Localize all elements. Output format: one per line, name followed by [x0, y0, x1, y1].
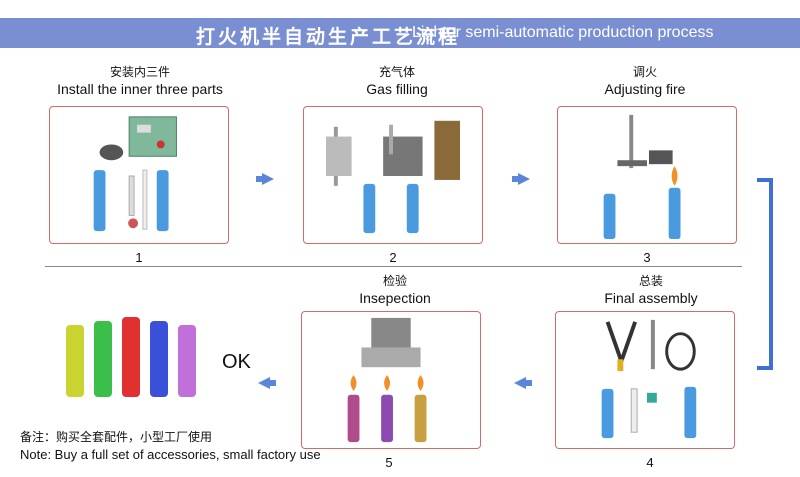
title-en: Lighter semi-automatic production proces… [412, 24, 714, 41]
step-3-label: 调火 Adjusting fire [545, 64, 745, 98]
arrow-right-icon [512, 173, 530, 185]
step-1-label-cn: 安装内三件 [109, 65, 170, 79]
title-cn: 打火机半自动生产工艺流程 [196, 26, 461, 48]
arrow-left-icon [258, 377, 276, 389]
note-cn: 备注：购买全套配件，小型工厂使用 [20, 430, 213, 444]
step-5-label-cn: 检验 [382, 274, 407, 288]
row-divider [45, 266, 742, 267]
step-4-label-cn: 总装 [638, 274, 663, 288]
step-5-label: 检验 Insepection [295, 273, 495, 307]
step-2-number: 2 [389, 250, 397, 265]
step-1-label-en: Install the inner three parts [57, 81, 223, 97]
step-1-image [49, 106, 229, 244]
step-3-number: 3 [643, 250, 651, 265]
arrow-right-icon [256, 173, 274, 185]
finished-lighters-image [58, 311, 208, 411]
note-en: Note: Buy a full set of accessories, sma… [20, 447, 321, 462]
bracket-connector-icon [757, 178, 773, 370]
step-2-label: 充气体 Gas filling [297, 64, 497, 98]
step-5-image [301, 311, 481, 449]
step-2-label-cn: 充气体 [378, 65, 415, 79]
step-4-label-en: Final assembly [604, 290, 698, 306]
step-4-number: 4 [646, 455, 654, 470]
result-ok: OK [222, 351, 251, 373]
arrow-left-icon [514, 377, 532, 389]
step-3-label-cn: 调火 [632, 65, 657, 79]
step-4-label: 总装 Final assembly [551, 273, 751, 307]
step-1-label: 安装内三件 Install the inner three parts [40, 64, 240, 98]
step-3-image [557, 106, 737, 244]
step-5-number: 5 [385, 455, 393, 470]
step-5-label-en: Insepection [359, 290, 431, 306]
title-banner: 打火机半自动生产工艺流程 Lighter semi-automatic prod… [0, 18, 800, 48]
step-1-number: 1 [135, 250, 143, 265]
step-3-label-en: Adjusting fire [604, 81, 686, 97]
step-2-image [303, 106, 483, 244]
step-2-label-en: Gas filling [366, 81, 428, 97]
step-4-image [555, 311, 735, 449]
